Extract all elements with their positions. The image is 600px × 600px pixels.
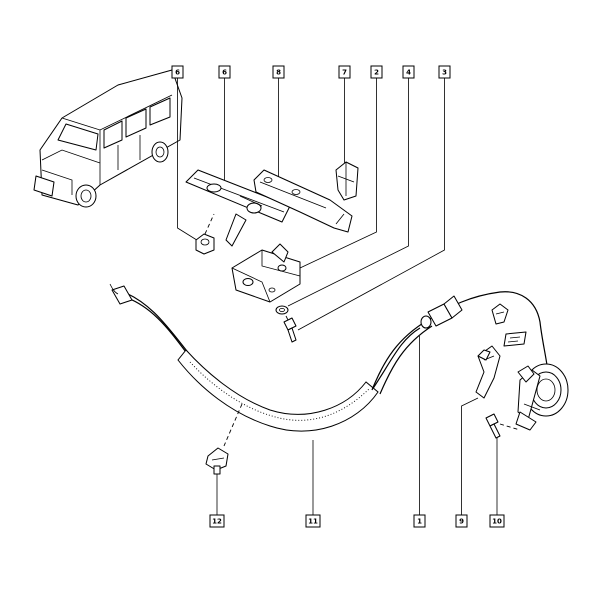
callout-10: 10 <box>489 514 505 528</box>
callout-7-label: 7 <box>342 69 347 77</box>
callout-4: 4 <box>402 65 415 79</box>
callout-3: 3 <box>438 65 451 79</box>
callout-11: 11 <box>305 514 321 528</box>
callout-12: 12 <box>209 514 225 528</box>
callout-6a-label: 6 <box>175 69 180 77</box>
part-8-bracket <box>253 169 353 233</box>
callout-9: 9 <box>455 514 468 528</box>
leader-4 <box>287 78 409 307</box>
part-label-tag <box>503 331 527 347</box>
callout-9-label: 9 <box>459 518 464 526</box>
callout-7: 7 <box>338 65 351 79</box>
leader-3 <box>297 78 445 331</box>
callout-3-label: 3 <box>442 69 447 77</box>
part-9-lever <box>475 345 501 399</box>
part-3-bolt <box>283 315 297 343</box>
callout-6b: 6 <box>218 65 231 79</box>
callout-11-label: 11 <box>308 518 318 526</box>
callout-8-label: 8 <box>276 69 281 77</box>
van-illustration <box>33 69 183 208</box>
callout-10-label: 10 <box>492 518 502 526</box>
callout-4-label: 4 <box>406 69 411 77</box>
part-small-clip-upper <box>491 303 509 325</box>
part-2-mount <box>231 243 301 303</box>
callout-8: 8 <box>272 65 285 79</box>
part-10-screw <box>485 413 521 439</box>
callout-6b-label: 6 <box>222 69 227 77</box>
leader-lines <box>177 78 498 515</box>
part-4-washer <box>275 305 289 315</box>
callout-6a: 6 <box>171 65 184 79</box>
callout-1: 1 <box>413 514 426 528</box>
leader-9 <box>461 397 479 515</box>
callout-1-label: 1 <box>417 518 422 526</box>
part-small-clip-mid <box>517 365 535 383</box>
callout-2: 2 <box>370 65 383 79</box>
leader-6a <box>177 78 201 243</box>
part-6-nut <box>195 213 215 255</box>
callout-2-label: 2 <box>374 69 379 77</box>
part-7-clip <box>335 161 359 201</box>
part-11-cable <box>109 283 549 432</box>
leader-2 <box>299 78 377 269</box>
callout-12-label: 12 <box>212 518 222 526</box>
part-12-clip <box>205 403 243 475</box>
part-housing-ring <box>515 363 569 431</box>
